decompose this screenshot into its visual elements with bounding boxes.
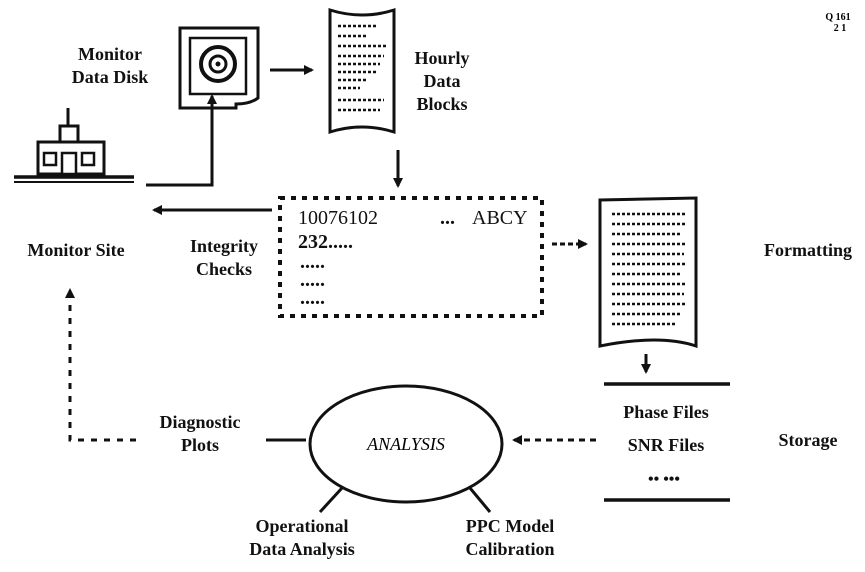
analysis-label: ANALYSIS — [366, 434, 445, 454]
analysis-ellipse — [308, 384, 504, 504]
operational-data-analysis-label-1: Operational — [256, 516, 349, 536]
monitor-site-icon — [14, 108, 134, 183]
storage-snr-files: SNR Files — [628, 435, 705, 455]
data-block-row2: 232..... — [298, 231, 353, 253]
arrow-plots-to-site — [65, 288, 136, 442]
hourly-data-blocks-label-2: Data — [424, 71, 461, 91]
data-block-row5: ..... — [300, 287, 325, 309]
data-block-row1-dots: ... — [440, 207, 455, 229]
integrity-checks-label-2: Checks — [196, 259, 252, 279]
ppc-model-calibration-label-1: PPC Model — [466, 516, 554, 536]
arrow-site-to-disk — [146, 94, 217, 187]
data-block-row3: ..... — [300, 251, 325, 273]
monitor-data-disk-label-2: Data Disk — [72, 67, 149, 87]
hourly-data-blocks-label-3: Blocks — [416, 94, 467, 114]
formatted-document-icon — [598, 196, 698, 349]
operational-data-analysis-label-2: Data Analysis — [249, 539, 355, 559]
diagnostic-plots-label-2: Plots — [181, 435, 219, 455]
doc-number-line1: Q 161 — [825, 12, 850, 23]
doc-number-line2: 2 1 — [834, 23, 847, 34]
integrity-checks-label-1: Integrity — [190, 236, 258, 256]
hourly-data-blocks-label-1: Hourly — [414, 48, 469, 68]
monitor-site-label: Monitor Site — [27, 240, 124, 260]
data-blocks-document-icon — [328, 7, 396, 135]
storage-label: Storage — [779, 430, 838, 450]
data-block-row4: ..... — [300, 269, 325, 291]
disk-icon — [178, 26, 260, 110]
storage-phase-files: Phase Files — [623, 402, 709, 422]
formatting-label: Formatting — [764, 240, 852, 260]
analysis-leg-left — [318, 486, 344, 514]
ppc-model-calibration-label-2: Calibration — [465, 539, 554, 559]
monitor-data-disk-label-1: Monitor — [78, 44, 142, 64]
data-block-row1-left: 10076102 — [298, 207, 378, 229]
data-block-row1-right: ABCY — [472, 207, 528, 229]
storage-more: •• ••• — [648, 471, 680, 488]
data-block-box — [278, 196, 544, 318]
diagnostic-plots-label-1: Diagnostic — [160, 412, 241, 432]
analysis-leg-right — [468, 487, 492, 513]
